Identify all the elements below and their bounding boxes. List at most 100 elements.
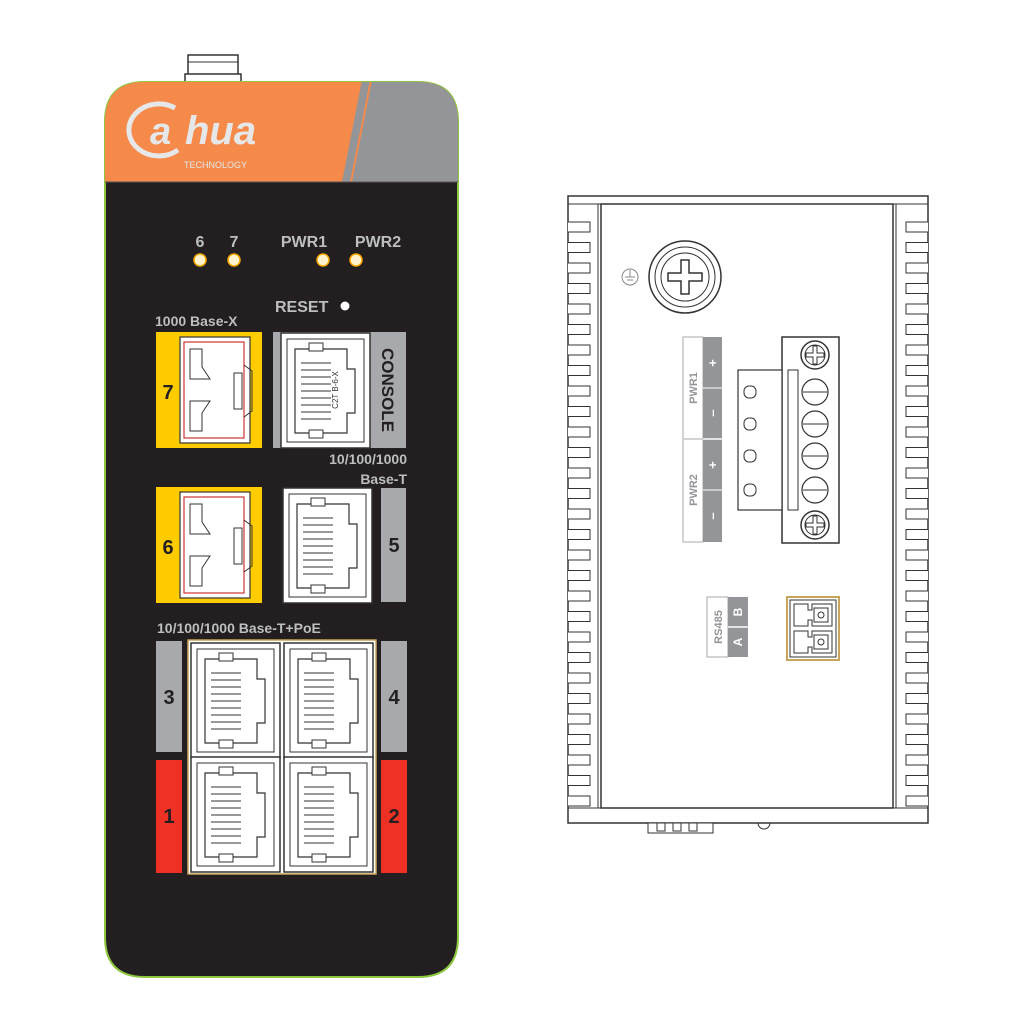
fin <box>905 262 928 274</box>
fin <box>905 385 928 397</box>
poe-port-4[interactable]: 4 <box>283 641 407 759</box>
port-number-4: 4 <box>388 687 400 709</box>
svg-text:hua: hua <box>185 109 256 153</box>
fin <box>905 611 928 622</box>
fin <box>568 508 591 520</box>
fin <box>568 242 591 253</box>
jack-marking: C2T B-6-X <box>331 371 340 409</box>
fin <box>905 631 928 643</box>
pwr2-plus: + <box>705 461 720 469</box>
poe-port-2[interactable]: 2 <box>283 756 407 873</box>
fin <box>568 488 591 499</box>
poe-port-1[interactable]: 1 <box>156 756 281 873</box>
fin <box>568 734 591 745</box>
led-label-7: 7 <box>230 234 239 251</box>
fin <box>568 283 591 294</box>
fin <box>905 672 928 684</box>
fin <box>568 221 591 233</box>
fin <box>905 303 928 315</box>
rs485-b-label: B <box>731 607 745 616</box>
console-label: CONSOLE <box>378 348 397 432</box>
ground-screw <box>648 240 722 314</box>
fin <box>905 426 928 438</box>
fin <box>568 775 591 786</box>
fin <box>905 795 928 807</box>
fin <box>905 734 928 745</box>
pwr1-label: PWR1 <box>688 372 700 404</box>
rj45-group-label-line2: Base-T <box>360 471 407 487</box>
fin <box>568 795 591 807</box>
fin <box>568 303 591 315</box>
wire-entry <box>743 483 757 497</box>
fin <box>905 570 928 581</box>
rs485-a-label: A <box>731 637 745 646</box>
fin <box>568 570 591 581</box>
fin <box>905 324 928 335</box>
fin <box>568 672 591 684</box>
fin <box>568 611 591 622</box>
rs485-label-block: RS485 B A <box>706 596 748 658</box>
rs485-connector[interactable] <box>786 596 840 661</box>
led-label-pwr1: PWR1 <box>281 234 327 251</box>
fin <box>568 549 591 561</box>
poe-port-3[interactable]: 3 <box>156 641 281 759</box>
sfp-group-label: 1000 Base-X <box>155 313 238 329</box>
pwr2-minus: – <box>705 512 720 519</box>
fin <box>905 590 928 602</box>
top-ground-screw <box>184 54 242 83</box>
fin <box>568 652 591 663</box>
fin <box>568 754 591 766</box>
led-label-6: 6 <box>196 234 205 251</box>
fin <box>568 529 591 540</box>
fin <box>905 508 928 520</box>
led-pwr1 <box>316 253 330 267</box>
poe-group-label: 10/100/1000 Base-T+PoE <box>157 620 321 636</box>
fin <box>568 426 591 438</box>
ground-icon <box>621 268 639 286</box>
rj45-port-5[interactable]: 5 <box>282 487 406 604</box>
console-port[interactable]: CONSOLE C2T B-6-X <box>273 332 406 449</box>
svg-text:a: a <box>150 111 171 153</box>
fin <box>905 242 928 253</box>
header-band <box>105 82 458 182</box>
svg-text:TECHNOLOGY: TECHNOLOGY <box>184 160 247 170</box>
fin <box>568 467 591 479</box>
pwr1-plus: + <box>705 359 720 367</box>
fin <box>905 652 928 663</box>
power-label-block: PWR1 PWR2 + – + – <box>682 336 722 543</box>
fin <box>905 529 928 540</box>
dahua-logo: a hua TECHNOLOGY <box>126 101 256 170</box>
fin <box>905 344 928 356</box>
fin <box>568 693 591 704</box>
rs485-label: RS485 <box>713 610 725 644</box>
rj45-group-label-line1: 10/100/1000 <box>329 451 407 467</box>
fin <box>568 262 591 274</box>
fin <box>905 713 928 725</box>
sfp-port-6[interactable]: 6 <box>156 487 262 603</box>
led-7 <box>227 253 241 267</box>
fin <box>905 283 928 294</box>
fin <box>568 344 591 356</box>
fin <box>905 775 928 786</box>
fin <box>905 365 928 376</box>
port-number-1: 1 <box>163 806 174 828</box>
led-indicators: 6 7 PWR1 PWR2 <box>193 234 401 267</box>
power-terminal-block[interactable] <box>737 336 840 544</box>
port-number-2: 2 <box>388 806 399 828</box>
port-number-7: 7 <box>162 382 173 404</box>
led-pwr2 <box>349 253 363 267</box>
fin <box>568 631 591 643</box>
pwr2-label: PWR2 <box>688 474 700 506</box>
fin <box>568 590 591 602</box>
fin <box>905 467 928 479</box>
fin <box>905 754 928 766</box>
fin <box>568 365 591 376</box>
port-number-5: 5 <box>388 535 399 557</box>
front-panel: a hua TECHNOLOGY 6 7 PWR1 PWR2 RESET 100… <box>104 54 459 978</box>
port-number-6: 6 <box>162 537 173 559</box>
side-panel: PWR1 PWR2 + – + – RS485 B A <box>567 195 929 834</box>
sfp-port-7[interactable]: 7 <box>156 332 262 448</box>
wire-entry <box>743 449 757 463</box>
reset-button[interactable] <box>340 301 350 311</box>
fin <box>568 324 591 335</box>
